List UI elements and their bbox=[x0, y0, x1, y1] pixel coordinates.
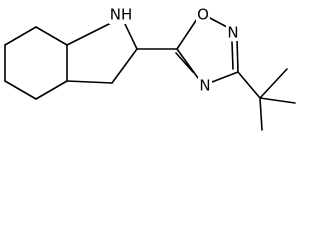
bond bbox=[259, 97, 296, 104]
atom-label-n-bottom: N bbox=[198, 77, 212, 95]
pyrrolidine-ring bbox=[66, 21, 138, 84]
bond bbox=[111, 48, 138, 84]
bond bbox=[207, 16, 228, 28]
atom-n-top-label: N bbox=[227, 24, 238, 42]
bond bbox=[176, 48, 199, 79]
bond bbox=[4, 80, 37, 100]
bond bbox=[124, 23, 138, 50]
bond bbox=[66, 80, 113, 84]
atom-n-bottom-label: N bbox=[199, 77, 210, 95]
atom-o-label: O bbox=[197, 6, 209, 24]
bond bbox=[259, 97, 263, 131]
molecule-structure: NH O N N bbox=[4, 6, 296, 131]
bond bbox=[66, 21, 114, 46]
cyclohexane-ring bbox=[4, 26, 68, 100]
tert-butyl-group bbox=[237, 68, 296, 131]
bond bbox=[4, 26, 37, 46]
bond bbox=[211, 71, 239, 83]
atom-label-nh: NH bbox=[109, 6, 133, 24]
oxadiazole-ring bbox=[175, 16, 239, 83]
bond bbox=[259, 68, 288, 99]
bond bbox=[236, 38, 239, 73]
atom-label-n-top: N bbox=[226, 24, 240, 42]
atom-label-o: O bbox=[196, 6, 210, 24]
bond bbox=[35, 80, 68, 100]
bond bbox=[237, 71, 261, 99]
atom-nh-label: NH bbox=[110, 6, 133, 24]
bond bbox=[231, 41, 234, 70]
bond bbox=[175, 52, 194, 73]
bond bbox=[35, 26, 68, 46]
bond bbox=[176, 18, 198, 50]
